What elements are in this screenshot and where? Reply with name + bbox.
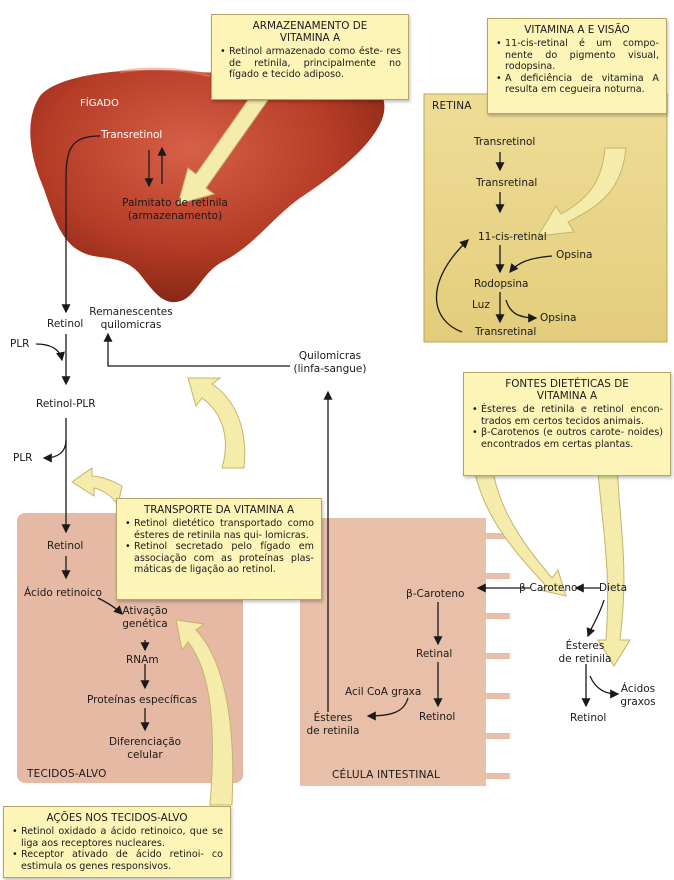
liver-retinol: Retinol — [47, 318, 83, 331]
fontes-title-line1: FONTES DIETÉTICAS DE — [471, 378, 663, 390]
callout-visao: VITAMINA A E VISÃO 11-cis-retinal é um c… — [487, 18, 667, 114]
fontes-title-line2: VITAMINA A — [471, 390, 663, 402]
plr-out: PLR — [13, 452, 32, 465]
intestine-esteres-line1: Ésteres — [298, 712, 368, 725]
diet-beta-caroteno: β-Caroteno — [519, 582, 577, 595]
retina-cis-retinal: 11-cis-retinal — [478, 231, 547, 244]
plr-in: PLR — [10, 338, 29, 351]
diet-esteres-line2: de retinila — [547, 653, 623, 666]
armazenamento-bullet-1: Retinol armazenado como éste- res de ret… — [229, 46, 401, 81]
visao-bullet-1: 11-cis-retinal é um compo- nente do pigm… — [505, 38, 659, 73]
diet-acidos-line1: Ácidos — [608, 683, 668, 696]
intestine-esteres: Ésteres de retinila — [298, 712, 368, 738]
intestine-panel — [300, 518, 510, 786]
armazenamento-title-line2: VITAMINA A — [219, 32, 401, 44]
intestine-retinol: Retinol — [419, 711, 455, 724]
diet-acidos-line2: graxos — [608, 696, 668, 709]
intestine-retinal: Retinal — [416, 648, 452, 661]
callout-acoes-title: AÇÕES NOS TECIDOS-ALVO — [11, 812, 223, 824]
tissue-ativacao: Ativação genética — [110, 605, 180, 631]
intestine-acil: Acil CoA graxa — [345, 686, 421, 699]
intestine-title: CÉLULA INTESTINAL — [332, 769, 440, 781]
tissue-diferenciacao: Diferenciação celular — [100, 736, 190, 762]
tissue-retinol: Retinol — [47, 540, 83, 553]
retinol-plr: Retinol-PLR — [36, 398, 96, 411]
retina-title: RETINA — [432, 100, 472, 112]
diet-acidos-graxos: Ácidos graxos — [608, 683, 668, 709]
callout-armazenamento-title: ARMAZENAMENTO DE VITAMINA A — [219, 20, 401, 44]
retina-opsina-out: Opsina — [540, 312, 576, 325]
retina-transretinol: Transretinol — [474, 136, 535, 149]
liver-transretinol: Transretinol — [101, 129, 162, 142]
diet-esteres: Ésteres de retinila — [547, 640, 623, 666]
diet-dieta: Dieta — [599, 582, 627, 595]
tissue-rnam: RNAm — [126, 654, 159, 667]
retina-panel — [424, 94, 667, 342]
armazenamento-title-line1: ARMAZENAMENTO DE — [219, 20, 401, 32]
fontes-bullet-1: Ésteres de retinila e retinol encon- tra… — [481, 404, 663, 427]
tissue-ativacao-line1: Ativação — [110, 605, 180, 618]
retina-luz: Luz — [472, 299, 490, 312]
retina-transretinal-bottom: Transretinal — [475, 326, 536, 339]
tissue-acido-retinoico: Ácido retinoico — [24, 587, 102, 600]
quilomicras-label: Quilomicras (linfa-sangue) — [282, 350, 378, 376]
tissue-diferenciacao-line1: Diferenciação — [100, 736, 190, 749]
callout-armazenamento: ARMAZENAMENTO DE VITAMINA A Retinol arma… — [211, 14, 409, 100]
retina-transretinal-top: Transretinal — [476, 177, 537, 190]
callout-fontes: FONTES DIETÉTICAS DE VITAMINA A Ésteres … — [463, 372, 671, 476]
tissue-diferenciacao-line2: celular — [100, 749, 190, 762]
liver-palmitato: Palmitato de retinila (armazenamento) — [112, 197, 238, 223]
remanescentes-line1: Remanescentes — [86, 306, 176, 319]
callout-visao-title: VITAMINA A E VISÃO — [495, 24, 659, 36]
tissue-title: TECIDOS-ALVO — [27, 768, 107, 780]
visao-bullet-2: A deficiência de vitamina A resulta em c… — [505, 73, 659, 96]
intestine-esteres-line2: de retinila — [298, 725, 368, 738]
fontes-bullet-2: β-Carotenos (e outros carote- noides) en… — [481, 427, 663, 450]
quilomicras-line2: (linfa-sangue) — [282, 363, 378, 376]
retina-opsina-in: Opsina — [556, 249, 592, 262]
remanescentes-line2: quilomicras — [86, 319, 176, 332]
transporte-bullet-2: Retinol secretado pelo fígado em associa… — [134, 541, 314, 576]
callout-fontes-title: FONTES DIETÉTICAS DE VITAMINA A — [471, 378, 663, 402]
intestine-beta-caroteno: β-Caroteno — [406, 588, 464, 601]
liver-palmitato-line1: Palmitato de retinila — [112, 197, 238, 210]
tissue-proteinas: Proteínas específicas — [87, 694, 197, 707]
retina-rodopsina: Rodopsina — [474, 278, 528, 291]
callout-transporte: TRANSPORTE DA VITAMINA A Retinol dietéti… — [116, 498, 322, 600]
quilomicras-line1: Quilomicras — [282, 350, 378, 363]
diet-retinol: Retinol — [570, 712, 606, 725]
liver-palmitato-line2: (armazenamento) — [112, 210, 238, 223]
callout-acoes: AÇÕES NOS TECIDOS-ALVO Retinol oxidado a… — [3, 806, 231, 878]
tissue-ativacao-line2: genética — [110, 618, 180, 631]
remanescentes-quilomicras: Remanescentes quilomicras — [86, 306, 176, 332]
transporte-bullet-1: Retinol dietético transportado como éste… — [134, 518, 314, 541]
acoes-bullet-2: Receptor ativado de ácido retinoi- co es… — [21, 849, 223, 872]
liver-title: FÍGADO — [80, 97, 119, 110]
acoes-bullet-1: Retinol oxidado a ácido retinoico, que s… — [21, 826, 223, 849]
diet-esteres-line1: Ésteres — [547, 640, 623, 653]
callout-transporte-title: TRANSPORTE DA VITAMINA A — [124, 504, 314, 516]
